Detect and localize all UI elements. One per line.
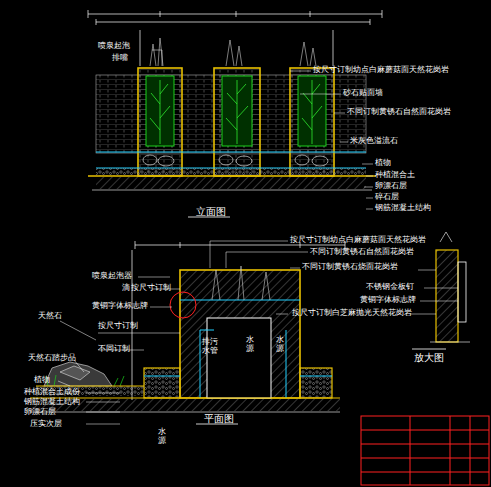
annotation-label: 不同订制 — [98, 345, 130, 354]
annotation-label: 砂石贴面墙 — [343, 89, 383, 98]
annotation-label: 立面图 — [196, 206, 226, 217]
annotation-label: 钢筋混凝土结构 — [24, 398, 80, 407]
annotation-label: 水源 — [158, 428, 166, 446]
annotation-label: 种植混合土成份 — [24, 388, 80, 397]
annotation-label: 按尺寸订制幼点白麻蘑菇面天然花岗岩 — [290, 236, 426, 245]
annotation-label: 平面图 — [204, 413, 234, 424]
annotation-label: 植物 — [375, 159, 391, 168]
annotation-label: 水源 — [276, 336, 284, 354]
annotation-label: 不同订制黄锈石自然面花岗岩 — [310, 248, 414, 257]
annotation-label: 压实次层 — [30, 420, 62, 429]
annotation-label: 放大图 — [414, 352, 444, 363]
annotation-label: 天然石踏步品 — [28, 354, 76, 363]
annotation-label: 排污水管 — [202, 338, 219, 356]
annotation-label: 不同订制黄锈石自然面花岗岩 — [347, 108, 451, 117]
annotation-label: 按尺寸订制 — [98, 322, 138, 331]
annotation-label: 黄铜字体标志牌 — [360, 296, 416, 305]
annotation-label: 米灰色溢流石 — [350, 137, 398, 146]
annotation-label: 黄铜字体标志牌 — [92, 302, 148, 311]
annotation-label: 植物 — [34, 376, 50, 385]
annotation-label: 按尺寸订制白芝麻抛光天然花岗岩 — [292, 309, 412, 318]
annotation-label: 水源 — [246, 336, 254, 354]
annotation-label: 不锈钢金板钉 — [366, 283, 414, 292]
annotation-label: 钢筋混凝土结构 — [375, 204, 431, 213]
annotation-label: 排嘴 — [112, 54, 128, 63]
annotation-label: 天然石 — [38, 312, 62, 321]
annotation-label: 喷泉起泡 — [98, 42, 130, 51]
annotation-label: 碎石层 — [375, 193, 399, 202]
annotation-label: 滴 — [122, 284, 130, 293]
annotation-label: 按尺寸订制 — [131, 284, 171, 293]
annotation-label: 卵漂石层 — [375, 182, 407, 191]
annotation-label: 喷泉起泡器 — [92, 272, 132, 281]
annotation-label: 种植混合土 — [375, 171, 415, 180]
annotation-label: 按尺寸订制幼点白麻蘑菇面天然花岗岩 — [313, 66, 449, 75]
annotation-label: 卵漂石层 — [24, 408, 56, 417]
annotation-label: 不同订制黄锈石烧面花岗岩 — [302, 263, 398, 272]
